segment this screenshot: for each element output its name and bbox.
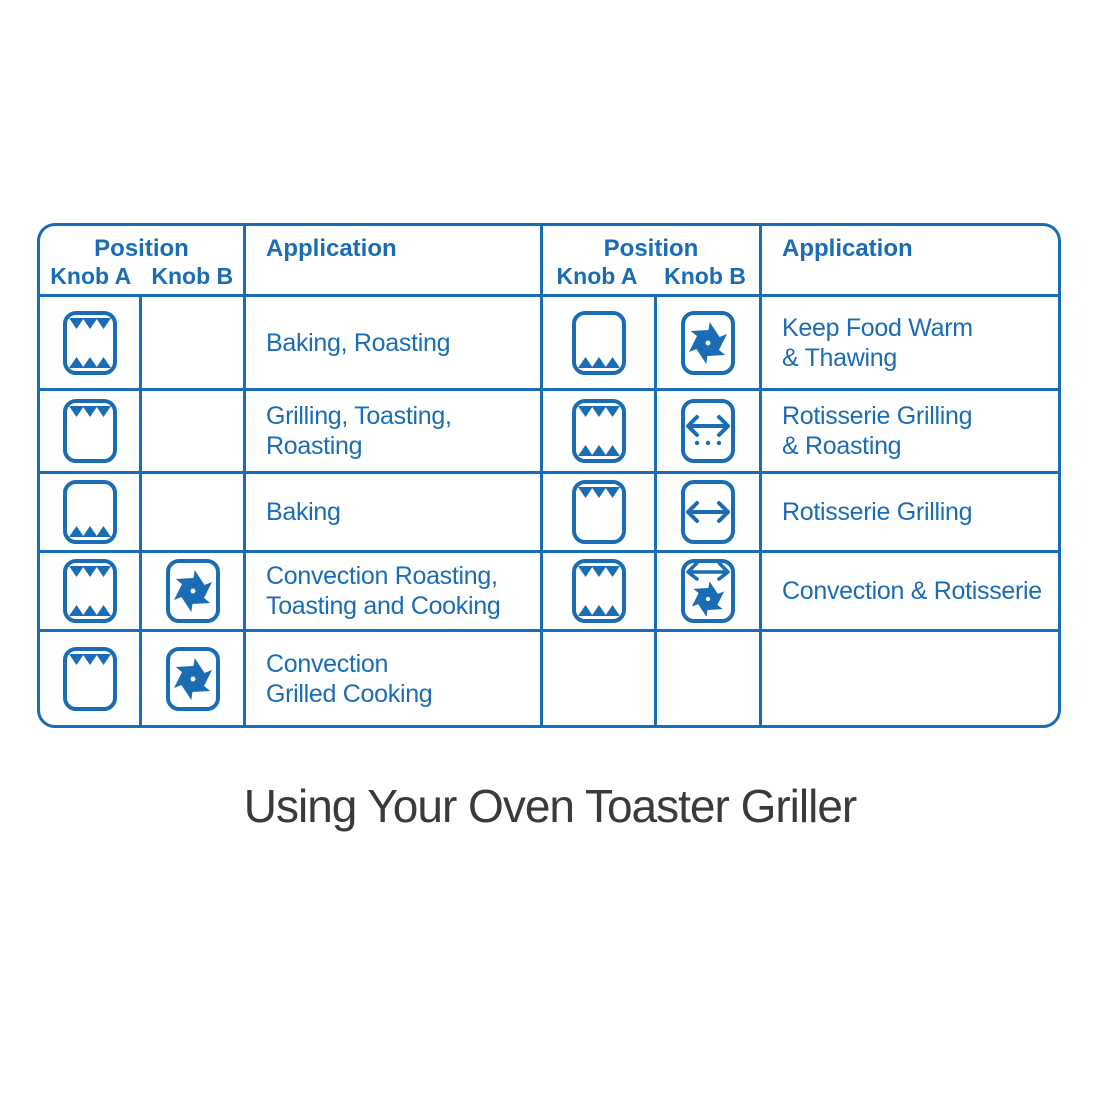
header-application-right: Application	[762, 226, 1058, 297]
left-knob-a-cell	[40, 474, 142, 553]
right-application-cell: Rotisserie Grilling & Roasting	[762, 391, 1058, 474]
left-application-cell: Convection Grilled Cooking	[246, 632, 543, 725]
left-application-cell: Grilling, Toasting, Roasting	[246, 391, 543, 474]
left-knob-b-cell	[142, 297, 246, 391]
left-application-cell: Baking	[246, 474, 543, 553]
position-header-label: Position	[603, 235, 699, 262]
right-application-cell: Rotisserie Grilling	[762, 474, 1058, 553]
left-application-cell: Baking, Roasting	[246, 297, 543, 391]
knob-header-row: Knob A Knob B	[543, 263, 759, 290]
left-knob-a-cell	[40, 632, 142, 725]
oven-settings-table: Position Knob A Knob B Application Posit…	[37, 223, 1061, 728]
application-header-label: Application	[782, 235, 913, 262]
oven-heat-top-bottom-icon	[571, 398, 627, 464]
oven-heat-top-bottom-icon	[62, 558, 118, 624]
rotisserie-arrow-dots-icon	[680, 398, 736, 464]
knob-a-header-label: Knob A	[50, 263, 132, 289]
fan-icon	[680, 310, 736, 376]
oven-heat-top-bottom-icon	[571, 558, 627, 624]
knob-b-header-label: Knob B	[664, 263, 746, 289]
header-application-left: Application	[246, 226, 543, 297]
fan-icon	[165, 558, 221, 624]
left-knob-b-cell	[142, 553, 246, 632]
application-header-label: Application	[266, 235, 397, 262]
right-knob-b-cell	[657, 391, 762, 474]
oven-heat-bottom-icon	[571, 310, 627, 376]
left-knob-a-cell	[40, 297, 142, 391]
knob-header-row: Knob A Knob B	[40, 263, 243, 290]
application-text: Baking, Roasting	[266, 328, 451, 357]
right-application-cell	[762, 632, 1058, 725]
left-knob-b-cell	[142, 391, 246, 474]
left-knob-b-cell	[142, 474, 246, 553]
oven-heat-bottom-icon	[62, 479, 118, 545]
oven-heat-top-bottom-icon	[62, 310, 118, 376]
left-knob-a-cell	[40, 553, 142, 632]
oven-heat-top-icon	[62, 646, 118, 712]
application-text: Grilling, Toasting, Roasting	[266, 402, 452, 460]
right-knob-a-cell	[543, 632, 657, 725]
right-knob-a-cell	[543, 474, 657, 553]
application-text: Keep Food Warm & Thawing	[782, 313, 973, 372]
application-text: Rotisserie Grilling	[782, 498, 973, 526]
application-text: Convection Roasting, Toasting and Cookin…	[266, 562, 501, 620]
header-position-right: Position Knob A Knob B	[543, 226, 762, 297]
right-application-cell: Convection & Rotisserie	[762, 553, 1058, 632]
right-knob-b-cell	[657, 632, 762, 725]
right-knob-b-cell	[657, 474, 762, 553]
right-knob-a-cell	[543, 553, 657, 632]
application-text: Baking	[266, 498, 341, 526]
oven-heat-top-icon	[62, 398, 118, 464]
fan-icon	[165, 646, 221, 712]
application-text: Convection Grilled Cooking	[266, 649, 433, 708]
application-text: Convection & Rotisserie	[782, 577, 1042, 605]
header-position-left: Position Knob A Knob B	[40, 226, 246, 297]
right-knob-a-cell	[543, 297, 657, 391]
knob-a-header-label: Knob A	[556, 263, 638, 289]
right-knob-a-cell	[543, 391, 657, 474]
page-title: Using Your Oven Toaster Griller	[243, 780, 857, 832]
right-knob-b-cell	[657, 297, 762, 391]
left-knob-b-cell	[142, 632, 246, 725]
right-application-cell: Keep Food Warm & Thawing	[762, 297, 1058, 391]
right-knob-b-cell	[657, 553, 762, 632]
position-header-label: Position	[94, 235, 189, 262]
left-knob-a-cell	[40, 391, 142, 474]
rotisserie-arrow-fan-icon	[680, 558, 736, 624]
oven-heat-top-icon	[571, 479, 627, 545]
left-application-cell: Convection Roasting, Toasting and Cookin…	[246, 553, 543, 632]
application-text: Rotisserie Grilling & Roasting	[782, 402, 973, 460]
rotisserie-arrow-icon	[680, 479, 736, 545]
knob-b-header-label: Knob B	[151, 263, 234, 289]
